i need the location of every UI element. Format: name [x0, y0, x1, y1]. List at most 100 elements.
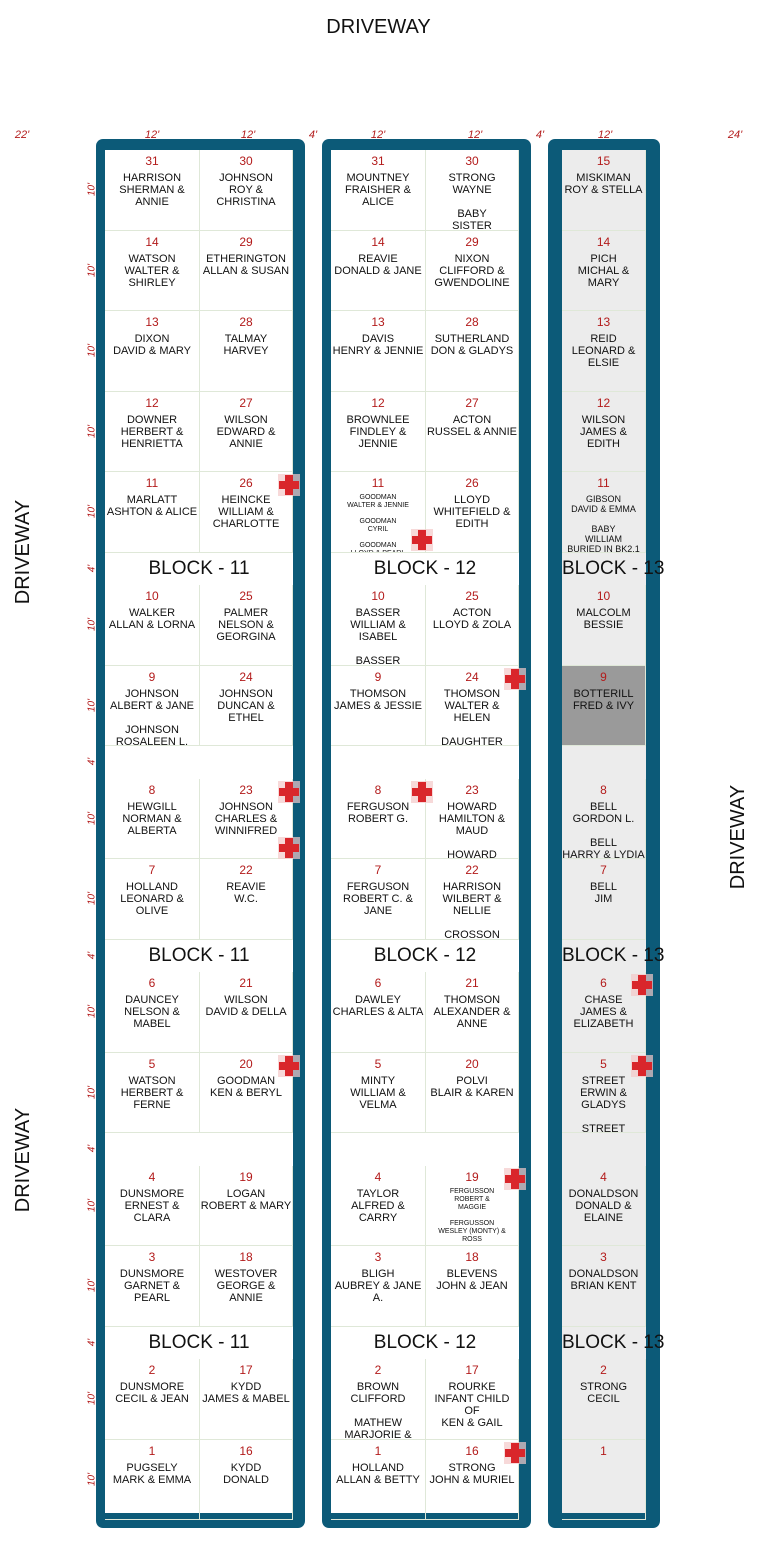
plot-number: 16 — [239, 1443, 253, 1458]
plot-occupants: JOHNSON ALBERT & JANE JOHNSON ROSALEEN L… — [110, 687, 194, 746]
plot-occupants: JOHNSON ROY & CHRISTINA — [216, 172, 276, 208]
plot-number: 7 — [600, 863, 607, 877]
plot-occupants: BROWN CLIFFORD MATHEW MARJORIE & BABY — [344, 1381, 412, 1440]
plot-occupants: WESTOVER GEORGE & ANNIE — [214, 1268, 278, 1304]
plot-occupants: DAUNCEY NELSON & MABEL — [124, 994, 180, 1030]
dim-col-width: 12' — [144, 129, 160, 141]
dim-gap-width: 4' — [535, 129, 545, 141]
plot-number: 7 — [148, 863, 156, 877]
plot-occupants: SUTHERLAND DON & GLADYS — [430, 333, 514, 357]
plot-occupants: STRONG WAYNE BABY SISTER — [448, 172, 496, 231]
plot-occupants: PUGSELY MARK & EMMA — [112, 1461, 192, 1486]
plot-occupants: DONALDSON BRIAN KENT — [568, 1268, 639, 1292]
plot-occupants: FERGUSSON ROBERT & MAGGIE FERGUSSON WESL… — [438, 1187, 506, 1243]
block-label: BLOCK - 12 — [373, 557, 477, 579]
plot-occupants: WATSON WALTER & SHIRLEY — [124, 252, 180, 289]
red-cross-marker-icon — [278, 780, 300, 803]
plot-number: 15 — [596, 154, 611, 168]
plot-number: 3 — [148, 1250, 156, 1264]
plot-occupants: WILSON JAMES & EDITH — [579, 413, 628, 450]
plot-number: 30 — [239, 154, 253, 168]
plot-occupants: HARRISON SHERMAN & ANNIE — [119, 172, 185, 208]
plot-occupants: FERGUSON ROBERT C. & JANE — [343, 881, 413, 917]
plot-number: 18 — [465, 1250, 479, 1264]
grave-plot[interactable]: 1 — [562, 1439, 646, 1520]
